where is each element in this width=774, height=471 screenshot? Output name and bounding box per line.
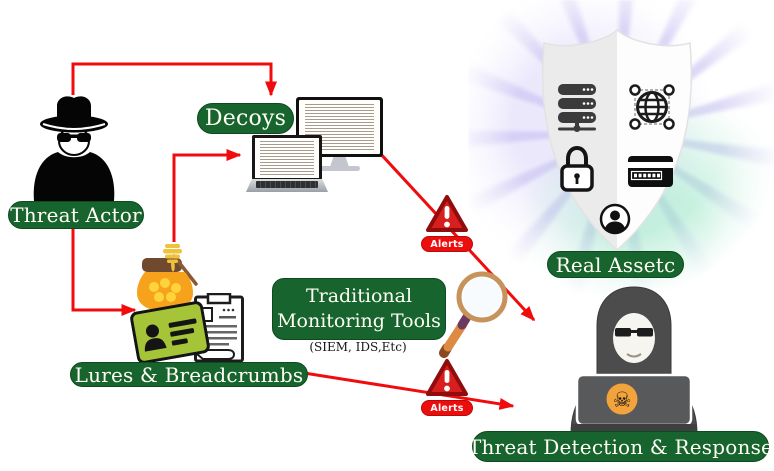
arrow-lures-decoys [172,149,242,242]
monitor-base [319,166,360,171]
alert-badge: Alerts [421,194,473,252]
alerts-label: Alerts [421,400,473,416]
desktop-monitor-icon [296,97,383,174]
warning-triangle-icon [426,195,468,232]
alerts-label: Alerts [421,236,473,252]
user-circle-icon [599,203,631,235]
warning-triangle-icon [426,359,468,396]
padlock-icon [560,145,594,192]
monitor-stand [330,157,349,167]
credit-card-icon [628,156,673,187]
arrow-lures-detection [303,371,515,410]
arrow-threatactor-lures [71,229,137,316]
arrow-threatactor-decoys [71,62,277,97]
svg-text:☠: ☠ [613,388,632,412]
honeypot-icon [137,244,198,312]
label-real-assets: Real Assetc [547,251,684,278]
magnifier-icon [439,271,508,358]
alert-badge: Alerts [421,358,473,416]
id-card-icon [130,301,210,364]
laptop-icon [246,135,328,193]
server-icon [558,84,596,132]
decoy-document-text [260,140,314,175]
label-threat-actor: Threat Actor [8,201,144,229]
laptop-screen [255,137,319,178]
monitor-screen [299,100,380,154]
globe-network-icon [629,84,675,130]
label-decoys: Decoys [197,103,294,134]
label-traditional-monitoring-tools: Traditional Monitoring Tools [272,278,446,340]
monitoring-line1: Traditional [305,285,413,307]
monitoring-line2: Monitoring Tools [277,310,441,332]
label-lures-breadcrumbs: Lures & Breadcrumbs [70,362,308,387]
spy-icon [33,96,115,201]
skull-crossbones-icon [606,383,638,415]
hacker-icon: ☠ [570,286,698,434]
label-threat-detection-response: Threat Detection & Response [468,431,773,462]
monitoring-subtitle: (SIEM, IDS,Etc) [309,340,407,354]
laptop-keys [256,181,318,188]
